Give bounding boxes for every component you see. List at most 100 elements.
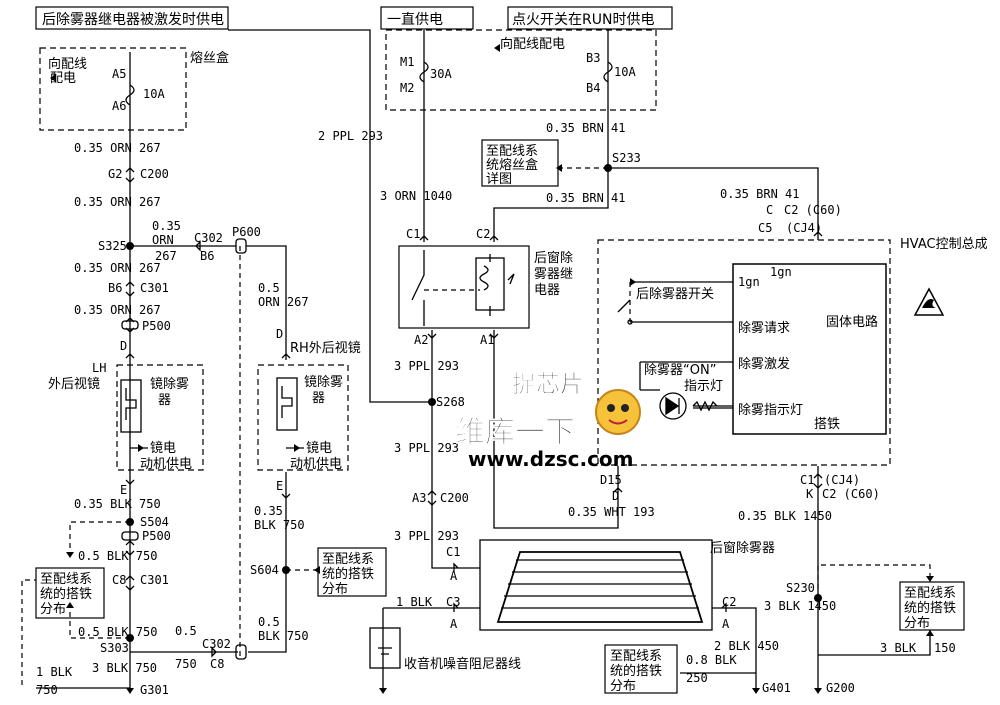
relay-box bbox=[398, 245, 530, 329]
led-indicator bbox=[659, 392, 718, 420]
splices bbox=[126, 164, 822, 642]
wire-1blk: 1 BLK bbox=[36, 665, 73, 679]
pin-d-right: D bbox=[276, 327, 283, 341]
lh-heater-line1: 镜除雾 bbox=[150, 377, 189, 392]
lh-power-line1: 镜电 bbox=[150, 441, 176, 456]
rear-defogger-grid bbox=[479, 539, 713, 631]
hvac-c-pin: C bbox=[766, 203, 773, 217]
hvac-cj4b: (CJ4) bbox=[824, 473, 860, 487]
ground-symbols bbox=[126, 688, 822, 694]
header-always-hot: 一直供电 bbox=[387, 11, 443, 28]
watermark-logo: 捉芯片 bbox=[512, 370, 584, 398]
wire-1blk-c3: 1 BLK bbox=[396, 595, 433, 609]
rh-mirror-outline bbox=[257, 364, 349, 471]
svg-text:分布: 分布 bbox=[904, 616, 930, 631]
header-ignition-run: 点火开关在RUN时供电 bbox=[512, 12, 654, 28]
hvac-d15: D15 bbox=[600, 473, 622, 487]
hvac-k: K bbox=[806, 487, 814, 501]
hvac-ground: 搭铁 bbox=[814, 416, 840, 432]
svg-text:至配线系: 至配线系 bbox=[904, 586, 956, 601]
s325-label: S325 bbox=[98, 239, 127, 253]
wire-250a: 0.8 BLK bbox=[686, 653, 737, 667]
relay-internals bbox=[411, 250, 515, 326]
wire-267b: 0.35 ORN 267 bbox=[74, 195, 161, 209]
wire-41b: 0.35 BRN 41 bbox=[546, 191, 625, 205]
fuse-box-dist-line2: 配电 bbox=[50, 71, 76, 86]
c200b-label: C200 bbox=[440, 491, 469, 505]
fusebox-right-outline bbox=[385, 29, 657, 111]
svg-text:统的搭铁: 统的搭铁 bbox=[904, 600, 956, 616]
wire-750c: 0.5 BLK 750 bbox=[78, 625, 157, 639]
hvac-solid-state-box bbox=[732, 263, 887, 435]
a3-label: A3 bbox=[412, 491, 426, 505]
wire-750f-gauge: 0.35 bbox=[254, 504, 283, 518]
header-boxes bbox=[35, 6, 673, 30]
fuse-box-outline bbox=[39, 47, 187, 131]
wire-1450a: 0.35 BLK 1450 bbox=[738, 509, 832, 523]
wire-750f: BLK 750 bbox=[254, 518, 305, 532]
c302-pin: B6 bbox=[200, 249, 214, 263]
hvac-c1-cj4: C1 bbox=[800, 473, 814, 487]
wires bbox=[36, 29, 931, 689]
hvac-ign: 1gn bbox=[770, 265, 792, 279]
wire-750a: 0.35 BLK 750 bbox=[74, 497, 161, 511]
wire-267d: 0.35 ORN 267 bbox=[74, 303, 161, 317]
noise-label: 收音机噪音阻尼器线 bbox=[404, 656, 521, 672]
batt-rating: 30A bbox=[430, 67, 452, 81]
wire-750e: 750 bbox=[36, 683, 58, 697]
hvac-cj4: (CJ4) bbox=[786, 221, 822, 235]
wire-150b: 150 bbox=[934, 641, 956, 655]
fuse-pin-bottom: A6 bbox=[112, 99, 126, 113]
svg-text:统的搭铁: 统的搭铁 bbox=[610, 663, 662, 679]
pin-e-left: E bbox=[120, 483, 127, 497]
wire-267c: 0.35 ORN 267 bbox=[74, 261, 161, 275]
hvac-on-line2: 指示灯 bbox=[684, 379, 723, 394]
svg-text:分布: 分布 bbox=[322, 582, 348, 597]
ref-box-bottom-text: 至配线系 统的搭铁 分布 bbox=[610, 649, 662, 694]
s233-label: S233 bbox=[612, 151, 641, 165]
g401-label: G401 bbox=[762, 681, 791, 695]
s504-label: S504 bbox=[140, 515, 169, 529]
fuse-box-dist-line1: 向配线 bbox=[48, 56, 87, 72]
wire-267a: 0.35 ORN 267 bbox=[74, 141, 161, 155]
batt-pin-bottom: M2 bbox=[400, 81, 414, 95]
hvac-c5: C5 bbox=[758, 221, 772, 235]
relay-a2: A2 bbox=[414, 333, 428, 347]
branch-circuit: 267 bbox=[155, 249, 177, 263]
svg-text:统熔丝盒: 统熔丝盒 bbox=[486, 157, 538, 173]
watermark-url: www.dzsc.com bbox=[468, 447, 634, 471]
s230-label: S230 bbox=[786, 581, 815, 595]
fuses bbox=[125, 61, 613, 106]
hvac-request: 除雾请求 bbox=[738, 321, 790, 336]
watermark-brand: 维库一下 bbox=[455, 415, 575, 450]
c301-pin: B6 bbox=[108, 281, 122, 295]
header-rear-defog: 后除雾器继电器被激发时供电 bbox=[42, 11, 224, 28]
ign-pin-top: B3 bbox=[586, 51, 600, 65]
rh-heater-line1: 镜除雾 bbox=[304, 375, 343, 390]
ref-boxes bbox=[35, 139, 965, 694]
svg-text:分布: 分布 bbox=[610, 679, 636, 694]
wire-267e: ORN 267 bbox=[258, 295, 309, 309]
fuse-10a-ign bbox=[603, 61, 613, 83]
svg-text:分布: 分布 bbox=[40, 602, 66, 617]
svg-text:至配线系: 至配线系 bbox=[40, 572, 92, 587]
wire-750b: 0.5 BLK 750 bbox=[78, 549, 157, 563]
rh-power-line2: 动机供电 bbox=[290, 457, 342, 472]
mirror-heaters bbox=[120, 377, 298, 433]
c302-label: C302 bbox=[194, 231, 223, 245]
wire-1040: 3 ORN 1040 bbox=[380, 189, 452, 203]
svg-text:统的搭铁: 统的搭铁 bbox=[40, 586, 92, 602]
c2b-pin: A bbox=[722, 617, 730, 631]
hvac-outline bbox=[597, 239, 891, 466]
hvac-activate: 除雾激发 bbox=[738, 356, 790, 372]
relay-c2: C2 bbox=[476, 227, 490, 241]
relay-name-2: 雾器继 bbox=[534, 267, 573, 282]
wire-750g: BLK 750 bbox=[258, 629, 309, 643]
wire-293a: 2 PPL 293 bbox=[318, 129, 383, 143]
mascot-icon bbox=[595, 389, 641, 435]
ign-rating: 10A bbox=[614, 65, 636, 79]
lh-name: 外后视镜 bbox=[48, 377, 100, 392]
svg-text:至配线系: 至配线系 bbox=[486, 144, 538, 159]
